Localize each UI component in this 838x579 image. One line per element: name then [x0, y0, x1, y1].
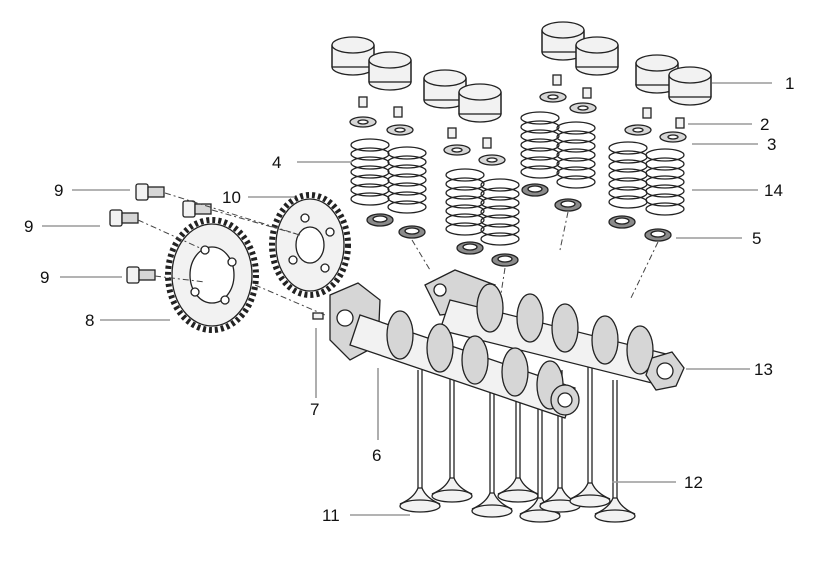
valve-axis-lines: [411, 211, 659, 301]
dowel-pin-part: [312, 312, 324, 320]
callout-13: 13: [754, 360, 773, 379]
callout-9b: 9: [24, 217, 33, 236]
callout-7: 7: [310, 400, 319, 419]
sprocket-exhaust-part: [269, 192, 351, 298]
callout-4: 4: [272, 153, 281, 172]
callout-labels: 1 2 3 4 5 6 7 8 9 9 9 10 11 12 13 14: [24, 74, 794, 525]
callout-11: 11: [322, 506, 340, 525]
callout-12: 12: [684, 473, 703, 492]
camshaft-exhaust-body: [424, 269, 685, 391]
callout-10: 10: [222, 188, 241, 207]
sprocket-intake-part: [165, 217, 259, 333]
leader-lines: [42, 82, 772, 516]
callout-5: 5: [752, 229, 761, 248]
callout-9a: 9: [54, 181, 63, 200]
bolt-group: [109, 183, 326, 316]
callout-9c: 9: [40, 268, 49, 287]
callout-2: 2: [760, 115, 769, 134]
camshaft-intake-body: [329, 282, 580, 419]
tappet-group: [331, 21, 712, 123]
callout-6: 6: [372, 446, 381, 465]
callout-3: 3: [767, 135, 776, 154]
callout-1: 1: [785, 74, 794, 93]
callout-8: 8: [85, 311, 94, 330]
callout-14: 14: [764, 181, 783, 200]
